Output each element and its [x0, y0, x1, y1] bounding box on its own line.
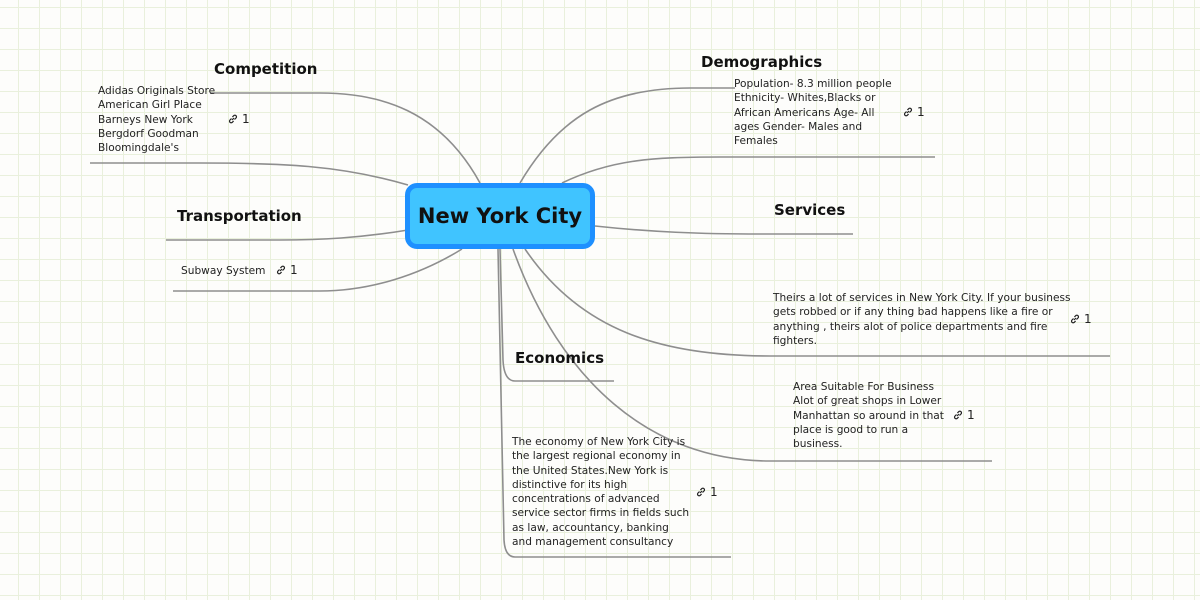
link-count: 1 — [242, 112, 250, 126]
link-chain-icon — [276, 265, 286, 275]
note-line: distinctive for its high — [512, 478, 628, 491]
note-line: anything , theirs alot of police departm… — [773, 320, 1048, 333]
note-competition-items[interactable]: Adidas Originals Store American Girl Pla… — [98, 84, 215, 155]
link-chain-icon — [696, 487, 706, 497]
connector-demographics-note — [561, 156, 935, 184]
link-count: 1 — [1084, 312, 1092, 326]
note-line: the United States.New York is — [512, 464, 669, 477]
list-item: Bergdorf Goodman — [98, 127, 199, 140]
note-line: gets robbed or if any thing bad happens … — [773, 306, 1053, 319]
list-item: American Girl Place — [98, 99, 202, 112]
list-item: Bloomingdale's — [98, 142, 179, 155]
note-line: Females — [734, 135, 778, 148]
topic-demographics[interactable]: Demographics — [701, 53, 822, 71]
connector-demographics — [519, 87, 735, 184]
note-services[interactable]: Theirs a lot of services in New York Cit… — [773, 291, 1071, 348]
note-line: Alot of great shops in Lower — [793, 395, 942, 408]
connector-services — [594, 225, 853, 235]
link-count: 1 — [290, 263, 298, 277]
note-line: place is good to run a — [793, 423, 909, 436]
link-badge-demographics[interactable]: 1 — [902, 105, 925, 119]
note-economics[interactable]: The economy of New York City is the larg… — [512, 435, 689, 549]
note-line: concentrations of advanced — [512, 493, 660, 506]
note-line: Area Suitable For Business — [793, 381, 934, 393]
link-chain-icon — [903, 107, 913, 117]
link-badge-transportation[interactable]: 1 — [275, 263, 298, 277]
note-line: and management consultancy — [512, 536, 674, 549]
central-topic-label: New York City — [417, 204, 583, 228]
note-line: the largest regional economy in — [512, 450, 681, 463]
note-area-suitable[interactable]: Area Suitable For Business Alot of great… — [793, 380, 944, 451]
note-line: ages Gender- Males and — [734, 120, 863, 133]
note-line: as law, accountancy, banking — [512, 521, 669, 534]
connector-competition — [210, 92, 481, 184]
connector-competition-items — [90, 162, 409, 186]
connector-transportation — [166, 229, 409, 241]
link-count: 1 — [917, 105, 925, 119]
link-count: 1 — [710, 485, 718, 499]
note-line: fighters. — [773, 334, 818, 347]
note-text: Subway System — [181, 265, 266, 277]
note-line: service sector firms in fields such — [512, 507, 690, 520]
connector-economics — [499, 248, 614, 382]
link-badge-economics[interactable]: 1 — [695, 485, 718, 499]
connector-services-note — [524, 248, 1110, 357]
link-chain-icon — [953, 410, 963, 420]
topic-competition[interactable]: Competition — [214, 60, 317, 78]
topic-economics-label: Economics — [515, 349, 605, 367]
connector-area-note — [512, 248, 992, 462]
link-badge-competition[interactable]: 1 — [227, 112, 250, 126]
topic-services-label: Services — [774, 201, 846, 219]
link-chain-icon — [1070, 314, 1080, 324]
note-demographics[interactable]: Population- 8.3 million people Ethnicity… — [734, 77, 892, 148]
connector-subway — [173, 248, 463, 292]
note-line: Population- 8.3 million people — [734, 78, 892, 90]
central-topic-new-york-city[interactable]: New York City — [405, 183, 595, 249]
note-line: Theirs a lot of services in New York Cit… — [773, 292, 1071, 304]
link-count: 1 — [967, 408, 975, 422]
note-line: Manhattan so around in that — [793, 409, 944, 422]
note-line: The economy of New York City is — [512, 436, 686, 448]
link-badge-services[interactable]: 1 — [1069, 312, 1092, 326]
topic-transportation-label: Transportation — [177, 207, 302, 225]
topic-competition-label: Competition — [214, 60, 318, 78]
note-line: Ethnicity- Whites,Blacks or — [734, 92, 876, 105]
list-item: Adidas Originals Store — [98, 85, 216, 97]
topic-services[interactable]: Services — [774, 201, 845, 219]
topic-demographics-label: Demographics — [701, 53, 823, 71]
topic-economics[interactable]: Economics — [515, 349, 604, 367]
note-subway-system[interactable]: Subway System — [181, 264, 265, 278]
link-badge-area[interactable]: 1 — [952, 408, 975, 422]
list-item: Barneys New York — [98, 113, 193, 126]
connector-economics-note — [497, 248, 731, 558]
note-line: African Americans Age- All — [734, 106, 875, 119]
note-line: business. — [793, 438, 843, 451]
topic-transportation[interactable]: Transportation — [177, 207, 302, 225]
link-chain-icon — [228, 114, 238, 124]
